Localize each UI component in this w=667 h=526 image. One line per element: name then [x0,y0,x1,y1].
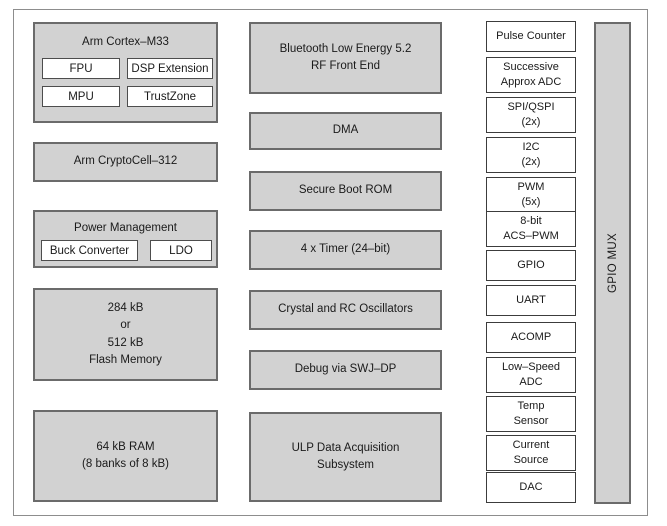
subblock-trustzone[interactable]: TrustZone [127,86,213,107]
flash-line-2: or [120,319,131,332]
successive-approx-adc-line-2: Approx ADC [500,76,562,88]
current-source-line-2: Source [513,454,549,466]
low-speed-adc-line-2: ADC [519,376,543,388]
temp-sensor-line-2: Sensor [513,415,549,427]
block-timer[interactable]: 4 x Timer (24–bit) [249,230,442,270]
trustzone-label: TrustZone [144,90,196,103]
peripheral-i2c[interactable]: I2C (2x) [486,137,576,173]
temp-sensor-line-1: Temp [517,400,545,413]
ldo-label: LDO [169,244,193,257]
power-management-title: Power Management [74,222,177,234]
oscillators-label: Crystal and RC Oscillators [278,303,413,316]
debug-swj-dp-label: Debug via SWJ–DP [294,363,397,376]
peripheral-pwm[interactable]: PWM (5x) [486,177,576,213]
buck-converter-label: Buck Converter [49,244,130,257]
peripheral-acomp[interactable]: ACOMP [486,322,576,353]
current-source-line-1: Current [512,439,550,452]
dma-label: DMA [332,124,359,137]
peripheral-low-speed-adc[interactable]: Low–Speed ADC [486,357,576,393]
uart-line-1: UART [516,294,546,307]
flash-line-3: 512 kB [107,336,144,349]
acs-pwm-line-2: ACS–PWM [503,230,559,242]
block-debug-swj-dp[interactable]: Debug via SWJ–DP [249,350,442,390]
subblock-fpu[interactable]: FPU [42,58,120,79]
ble-line-1: Bluetooth Low Energy 5.2 [279,42,412,55]
subblock-buck-converter[interactable]: Buck Converter [41,240,138,261]
block-gpio-mux[interactable]: GPIO MUX [594,22,631,504]
flash-line-1: 284 kB [107,302,144,314]
peripheral-dac[interactable]: DAC [486,472,576,503]
spi-qspi-line-2: (2x) [521,116,541,128]
timer-label: 4 x Timer (24–bit) [300,243,391,256]
block-ram[interactable]: 64 kB RAM (8 banks of 8 kB) [33,410,218,502]
peripheral-current-source[interactable]: Current Source [486,435,576,471]
ram-line-1: 64 kB RAM [96,440,155,453]
pwm-line-2: (5x) [521,196,541,208]
cryptocell-label: Arm CryptoCell–312 [73,155,178,168]
peripheral-pulse-counter[interactable]: Pulse Counter [486,21,576,52]
subblock-dsp-extension[interactable]: DSP Extension [127,58,213,79]
subblock-ldo[interactable]: LDO [150,240,212,261]
i2c-line-1: I2C [522,141,540,154]
block-secure-boot-rom[interactable]: Secure Boot ROM [249,171,442,211]
pwm-line-1: PWM [517,181,545,194]
peripheral-acs-pwm[interactable]: 8-bit ACS–PWM [486,211,576,247]
ble-line-2: RF Front End [310,60,381,72]
flash-line-4: Flash Memory [89,353,162,366]
peripheral-successive-approx-adc[interactable]: Successive Approx ADC [486,57,576,93]
dac-line-1: DAC [519,481,543,494]
low-speed-adc-line-1: Low–Speed [501,361,561,374]
gpio-line-1: GPIO [517,259,545,272]
peripheral-spi-qspi[interactable]: SPI/QSPI (2x) [486,97,576,133]
block-dma[interactable]: DMA [249,112,442,150]
secure-boot-rom-label: Secure Boot ROM [298,184,393,197]
cortex-m33-title: Arm Cortex–M33 [82,36,169,48]
fpu-label: FPU [69,62,93,75]
block-arm-cryptocell-312[interactable]: Arm CryptoCell–312 [33,142,218,182]
acomp-line-1: ACOMP [510,331,552,344]
peripheral-uart[interactable]: UART [486,285,576,316]
acs-pwm-line-1: 8-bit [520,215,542,228]
block-oscillators[interactable]: Crystal and RC Oscillators [249,290,442,330]
block-bluetooth-low-energy[interactable]: Bluetooth Low Energy 5.2 RF Front End [249,22,442,94]
ulp-line-2: Subsystem [317,459,374,471]
block-flash-memory[interactable]: 284 kB or 512 kB Flash Memory [33,288,218,381]
gpio-mux-label: GPIO MUX [606,233,619,293]
ram-line-2: (8 banks of 8 kB) [82,458,169,470]
ulp-line-1: ULP Data Acquisition [291,441,400,454]
block-ulp-data-acquisition-subsystem[interactable]: ULP Data Acquisition Subsystem [249,412,442,502]
spi-qspi-line-1: SPI/QSPI [507,101,555,114]
successive-approx-adc-line-1: Successive [503,61,559,74]
i2c-line-2: (2x) [521,156,541,168]
pulse-counter-line-1: Pulse Counter [496,30,566,43]
dsp-extension-label: DSP Extension [131,62,209,75]
peripheral-temp-sensor[interactable]: Temp Sensor [486,396,576,432]
peripheral-gpio[interactable]: GPIO [486,250,576,281]
mpu-label: MPU [68,90,94,103]
subblock-mpu[interactable]: MPU [42,86,120,107]
